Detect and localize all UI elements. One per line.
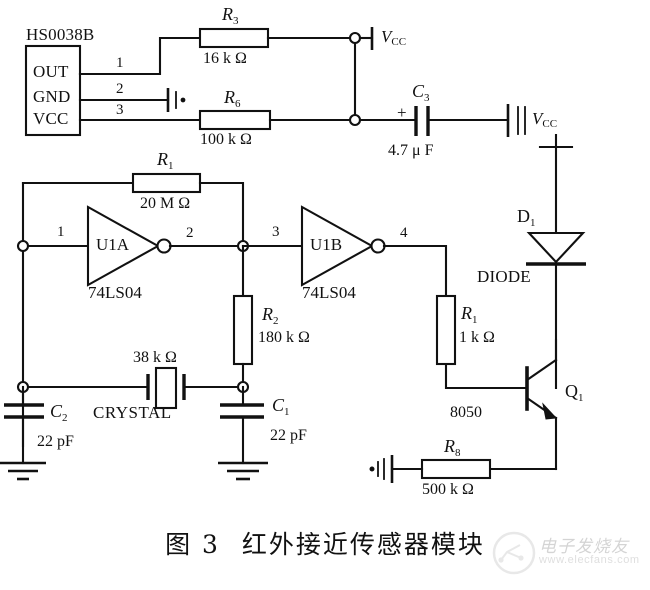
inverter-u1a-out-pin: 2 [186,225,194,241]
inverter-u1b-part: 74LS04 [302,283,356,302]
supply-label-vcc-top: VCC [381,27,407,48]
inverter-u1b-designator: U1B [310,235,343,254]
capacitor-c2-value: 22 pF [37,433,74,450]
resistor-r2-designator: R2 [262,304,279,327]
transistor-q1-designator: Q1 [565,381,584,404]
figure-caption-number: 图 3 [165,530,220,559]
resistor-r1-base [435,294,457,366]
capacitor-c3-designator: C3 [412,81,430,104]
ground-r8-dot [369,466,375,472]
resistor-r1-base-value: 1 k Ω [459,329,495,346]
node-vcc-top [348,31,362,45]
resistor-r3-designator: R3 [222,4,239,27]
sensor-pin-number-2: 2 [116,81,124,97]
capacitor-c1-value: 22 pF [270,427,307,444]
diode-d1-triangle [526,231,586,264]
capacitor-c3-value: 4.7 μ F [388,142,434,159]
resistor-r3-value: 16 k Ω [203,50,247,67]
figure-caption: 图 3 红外接近传感器模块 [0,525,650,561]
sensor-pin-label-gnd: GND [33,87,71,106]
transistor-q1-emitter-arrow [542,402,558,420]
resistor-r8 [420,458,492,480]
sensor-pin-number-3: 3 [116,102,124,118]
diode-d1-type: DIODE [477,267,531,286]
capacitor-c3-polarity: + [397,103,407,122]
inverter-u1a-in-pin: 1 [57,224,65,240]
resistor-r8-value: 500 k Ω [422,481,474,498]
crystal-series-resistance: 38 k Ω [133,349,177,366]
inverter-u1a-body [86,205,161,287]
resistor-r1-feedback-designator: R1 [157,149,174,172]
inverter-u1b-bubble [370,238,386,254]
transistor-q1-part: 8050 [450,404,482,421]
resistor-r2-value: 180 k Ω [258,329,310,346]
sensor-pin-label-out: OUT [33,62,69,81]
inverter-u1a-part: 74LS04 [88,283,142,302]
resistor-r1-feedback-value: 20 M Ω [140,195,191,212]
capacitor-c1-designator: C1 [272,395,290,418]
wire-out-to-r3 [78,36,202,76]
inverter-u1b-out-pin: 4 [400,225,408,241]
resistor-r6-designator: R6 [224,87,241,110]
capacitor-c2-designator: C2 [50,401,68,424]
node-c3-left [348,113,362,127]
transistor-q1-collector-lead [525,358,558,382]
sensor-pin-label-vcc: VCC [33,109,69,128]
diode-d1-designator: D1 [517,206,536,229]
resistor-r3 [198,27,270,49]
sensor-body-hs0038b [24,44,82,137]
wire-u1b-out-to-r1b [382,244,448,298]
resistor-r6-value: 100 k Ω [200,131,252,148]
crystal-label: CRYSTAL [93,403,172,422]
supply-label-vcc-right: VCC [532,109,558,130]
resistor-r8-designator: R8 [444,436,461,459]
node-pin1 [16,239,30,253]
figure-caption-title: 红外接近传感器模块 [241,530,485,559]
inverter-u1b-body [300,205,375,287]
wire-r1-to-node2 [198,181,245,248]
wire-r1b-to-base [444,362,529,390]
sensor-part-number: HS0038B [26,25,95,44]
inverter-u1a-designator: U1A [96,235,130,254]
inverter-u1b-in-pin: 3 [272,224,280,240]
crystal-body [154,366,178,410]
resistor-r1-base-designator: R1 [461,303,478,326]
ground-bar-pin2-dot [180,97,186,103]
resistor-r6 [198,109,272,131]
sensor-pin-number-1: 1 [116,55,124,71]
inverter-u1a-bubble [156,238,172,254]
resistor-r2 [232,294,254,366]
resistor-r1-feedback [131,172,202,194]
